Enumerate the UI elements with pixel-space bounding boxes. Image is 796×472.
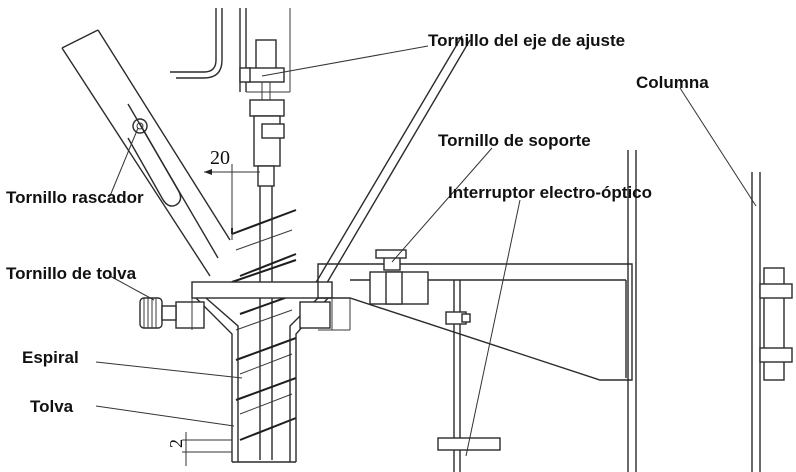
dimension-top-gap: 20 <box>210 147 230 169</box>
label-scraper-screw: Tornillo rascador <box>6 188 144 207</box>
support-bracket <box>317 249 633 381</box>
upper-frame <box>170 8 291 93</box>
label-spiral: Espiral <box>22 348 79 367</box>
spiral-auger <box>231 209 297 441</box>
label-hopper-screw: Tornillo de tolva <box>6 264 137 283</box>
photo-switch-post <box>437 280 501 472</box>
label-hopper: Tolva <box>30 397 74 416</box>
label-adjust-screw: Tornillo del eje de ajuste <box>428 31 625 50</box>
adjust-shaft <box>239 39 285 460</box>
label-photo-switch: Interruptor electro-óptico <box>448 183 652 202</box>
leader-lines <box>95 45 757 457</box>
hopper-cone <box>307 35 471 299</box>
hopper-screw-knob <box>139 297 177 329</box>
dimension-marks <box>182 164 260 466</box>
scraper-arm <box>61 29 231 277</box>
column <box>627 150 793 472</box>
label-column: Columna <box>636 73 709 92</box>
dimension-bottom-gap: 2 <box>166 439 186 448</box>
hopper-body <box>175 281 333 463</box>
label-support-screw: Tornillo de soporte <box>438 131 591 150</box>
